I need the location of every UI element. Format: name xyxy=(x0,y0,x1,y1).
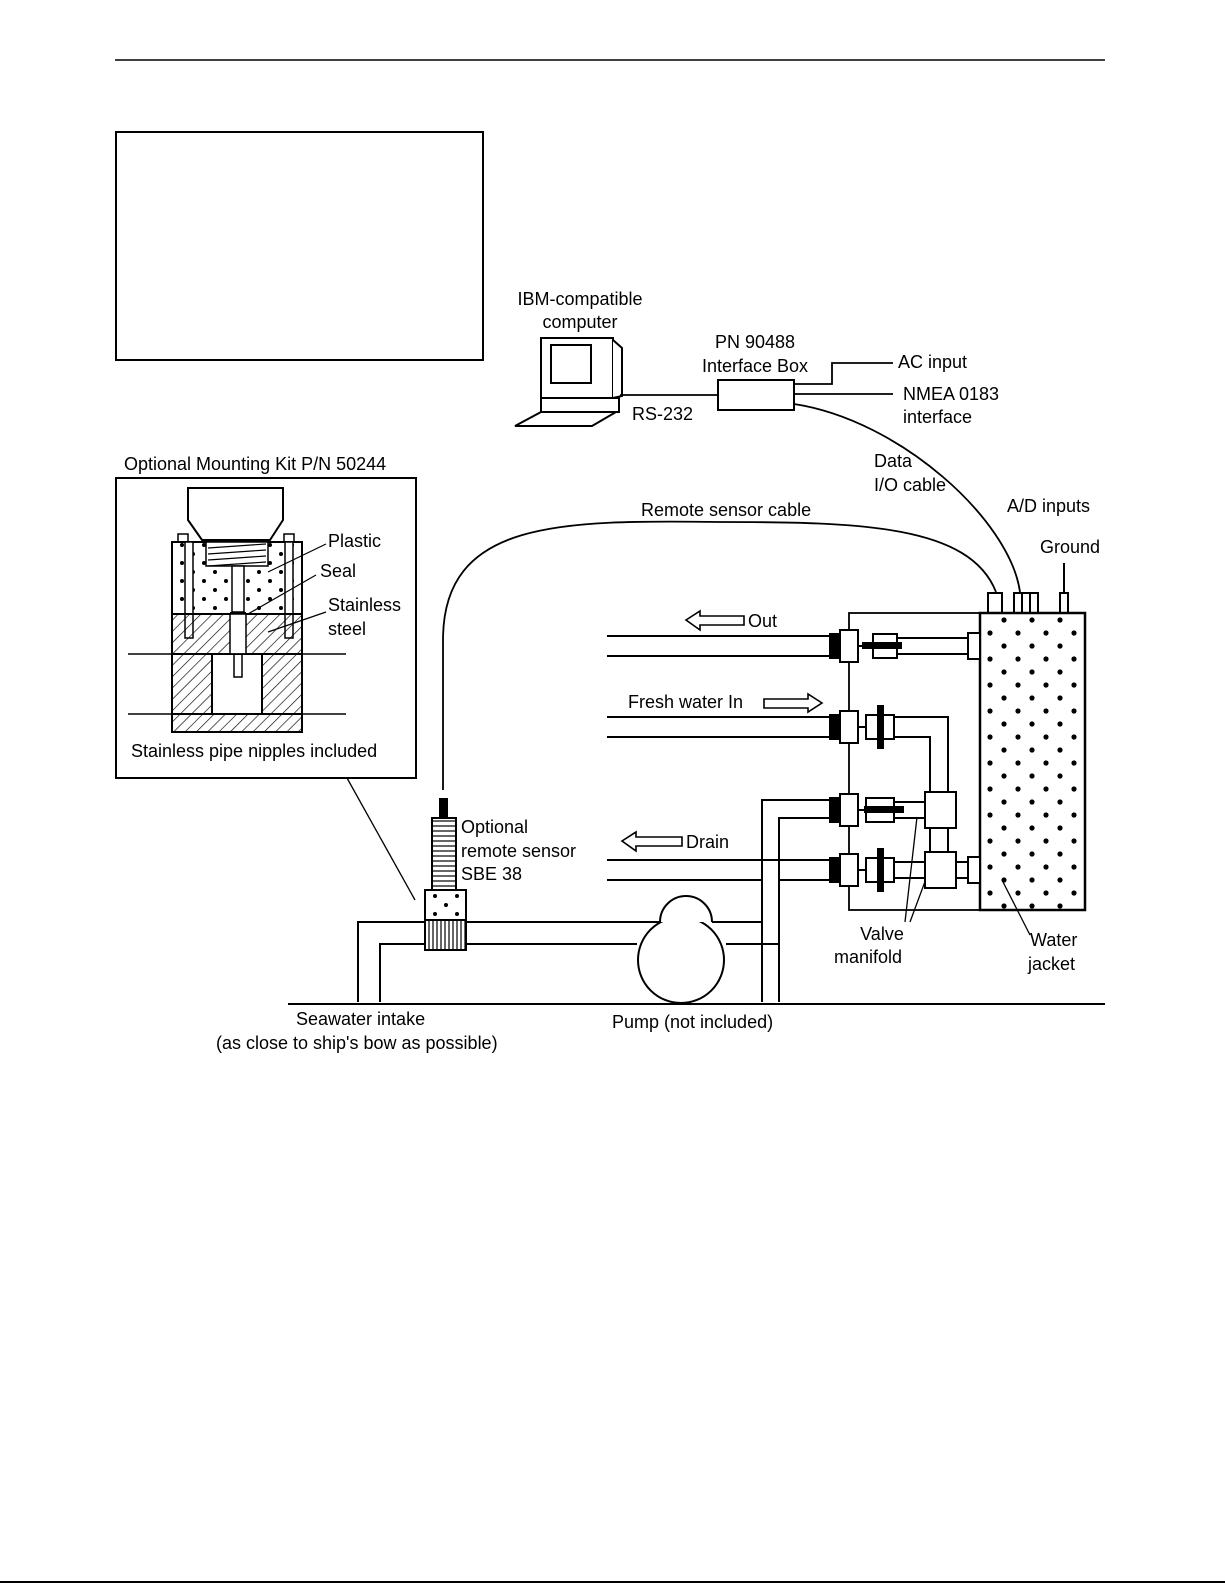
remote-sensor-cable xyxy=(442,520,997,790)
intake-pipe xyxy=(357,921,779,1002)
water-jacket-label-line1: Water xyxy=(1030,930,1077,950)
pump-label: Pump (not included) xyxy=(612,1012,773,1032)
valve-manifold-leader-1 xyxy=(904,816,918,923)
remote-sensor-label-line3: SBE 38 xyxy=(461,864,522,884)
jacket-connectors xyxy=(987,592,1069,614)
mounting-kit-caption: Stainless pipe nipples included xyxy=(131,741,377,761)
remote-sensor-label-line2: remote sensor xyxy=(461,841,576,861)
interface-box xyxy=(717,379,795,411)
fresh-water-in-arrow-icon xyxy=(763,692,824,714)
ac-input-label: AC input xyxy=(898,352,967,372)
out-label: Out xyxy=(748,611,777,631)
fresh-water-pipe xyxy=(607,705,949,800)
out-pipe xyxy=(607,629,981,663)
drain-label: Drain xyxy=(686,832,729,852)
computer-label-line1: IBM-compatible xyxy=(517,289,642,309)
data-io-label-line2: I/O cable xyxy=(874,475,946,495)
mounting-kit-seal-label: Seal xyxy=(320,561,356,581)
drain-pipe xyxy=(607,848,981,892)
mounting-kit-stainless-label-line1: Stainless xyxy=(328,595,401,615)
computer-icon xyxy=(514,337,623,427)
mounting-kit-plastic-label: Plastic xyxy=(328,531,381,551)
water-jacket-leader xyxy=(1001,879,1031,936)
data-io-cable xyxy=(793,403,1021,593)
remote-sensor-cable-label: Remote sensor cable xyxy=(641,500,811,520)
mounting-kit-leader xyxy=(346,777,416,901)
remote-sensor-label-line1: Optional xyxy=(461,817,528,837)
data-io-label-line1: Data xyxy=(874,451,913,471)
computer-label-line2: computer xyxy=(542,312,617,332)
valve-manifold-label-line2: manifold xyxy=(834,947,902,967)
mounting-kit-illustration xyxy=(128,487,346,733)
water-jacket-label-line2: jacket xyxy=(1027,954,1075,974)
nmea-label-line2: interface xyxy=(903,407,972,427)
ac-input-cable xyxy=(794,362,893,385)
pump xyxy=(637,916,725,1004)
blank-frame xyxy=(115,131,484,361)
ad-inputs-label: A/D inputs xyxy=(1007,496,1090,516)
rs232-label: RS-232 xyxy=(632,404,693,424)
seawater-intake-label-line2: (as close to ship's bow as possible) xyxy=(216,1033,498,1053)
nmea-label-line1: NMEA 0183 xyxy=(903,384,999,404)
interface-box-label-line1: PN 90488 xyxy=(715,332,795,352)
seawater-intake-label-line1: Seawater intake xyxy=(296,1009,425,1029)
water-jacket xyxy=(978,611,1087,912)
drain-pipe-upper xyxy=(761,791,957,1002)
remote-sensor xyxy=(424,798,467,951)
mounting-kit-stainless-label-line2: steel xyxy=(328,619,366,639)
valve-manifold-label-line1: Valve xyxy=(860,924,904,944)
pump-top xyxy=(659,895,713,923)
fresh-water-in-label: Fresh water In xyxy=(628,692,743,712)
drain-arrow-icon xyxy=(620,830,683,853)
mounting-kit-title: Optional Mounting Kit P/N 50244 xyxy=(124,454,386,474)
interface-box-label-line2: Interface Box xyxy=(702,356,808,376)
ground-label: Ground xyxy=(1040,537,1100,557)
out-arrow-icon xyxy=(684,609,745,632)
